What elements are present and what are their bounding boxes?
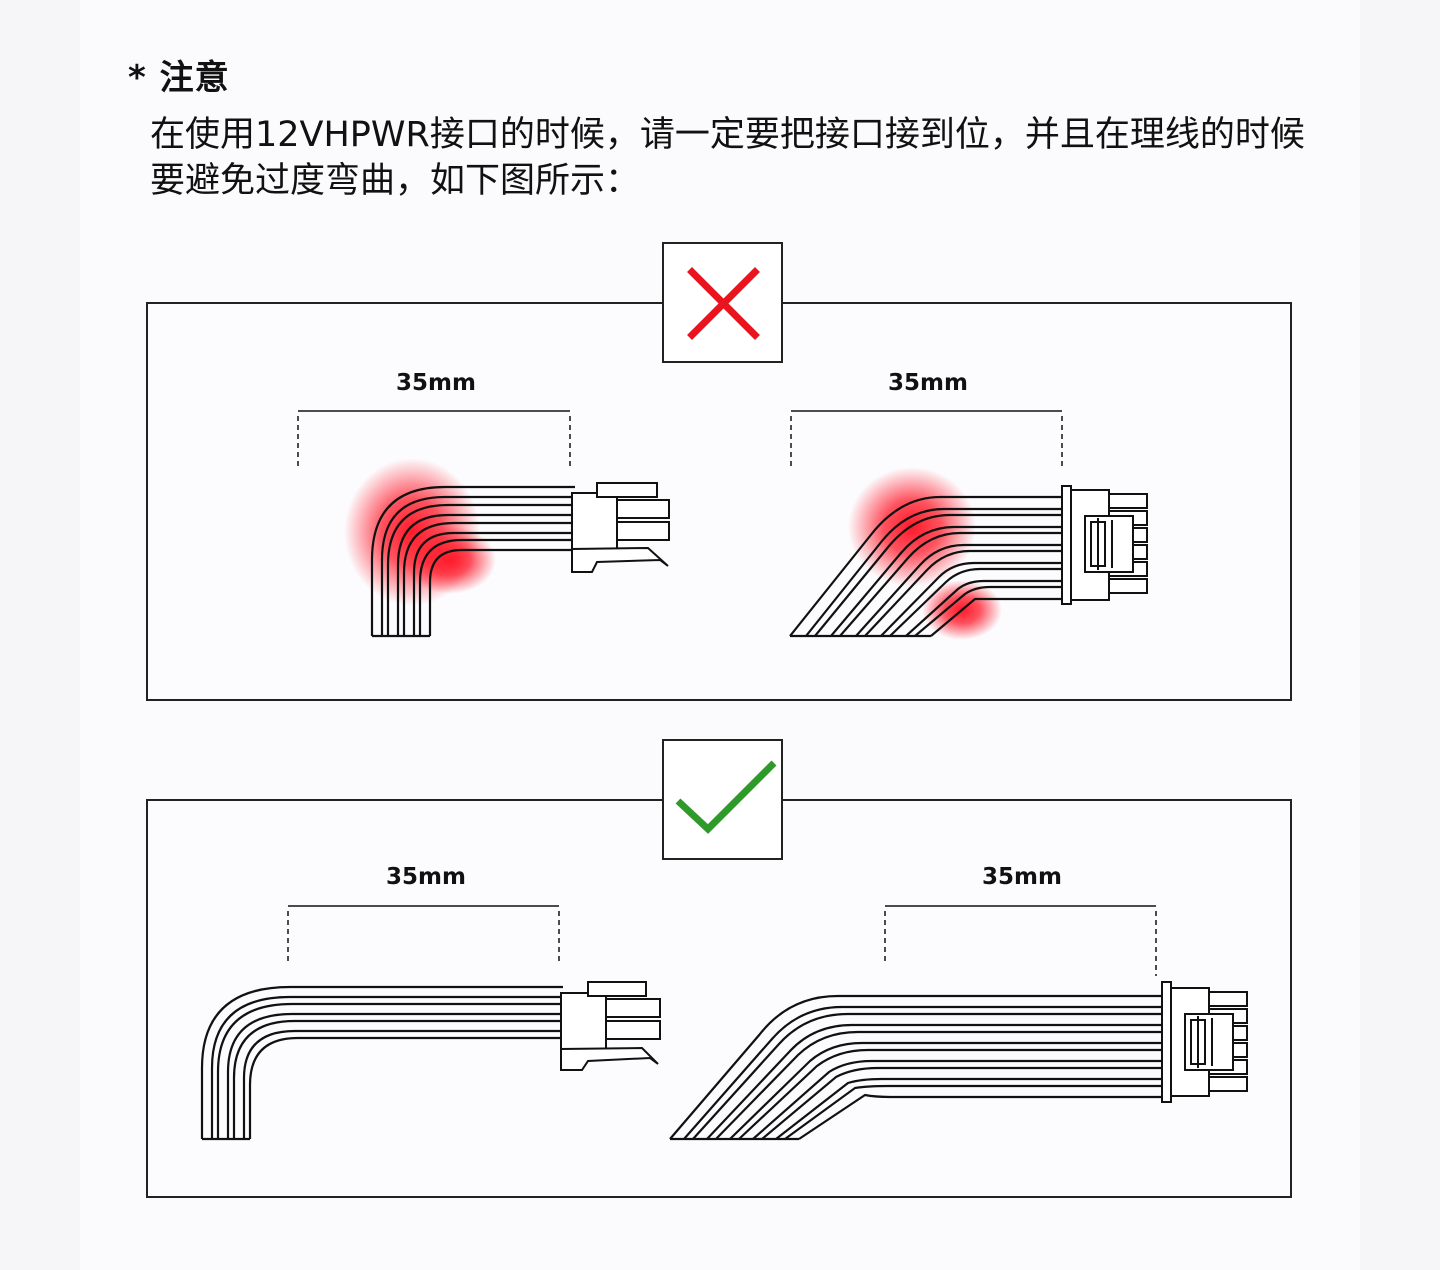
correct-badge — [662, 739, 783, 860]
stress-glow — [404, 526, 496, 594]
incorrect-left-cable-figure — [297, 410, 670, 638]
correct-right-cable-figure — [669, 905, 1248, 1141]
incorrect-right-dimension-label: 35mm — [888, 370, 968, 396]
check-icon — [675, 760, 777, 834]
correct-right-dimension-label: 35mm — [982, 864, 1062, 890]
incorrect-badge — [662, 242, 783, 363]
correct-left-dimension-label: 35mm — [386, 864, 466, 890]
correct-right-dimension-bracket — [884, 905, 1157, 976]
incorrect-right-cable-figure — [789, 410, 1148, 640]
note-title: * 注意 — [128, 58, 230, 98]
correct-left-dimension-bracket — [287, 905, 560, 963]
incorrect-left-dimension-label: 35mm — [396, 370, 476, 396]
note-body: 在使用12VHPWR接口的时候，请一定要把接口接到位，并且在理线的时候要避免过度… — [150, 115, 1305, 201]
cross-icon — [687, 267, 760, 340]
incorrect-right-dimension-bracket — [790, 410, 1063, 468]
correct-example-panel — [146, 799, 1292, 1198]
incorrect-left-dimension-bracket — [297, 410, 571, 468]
correct-left-cable-figure — [200, 905, 661, 1141]
